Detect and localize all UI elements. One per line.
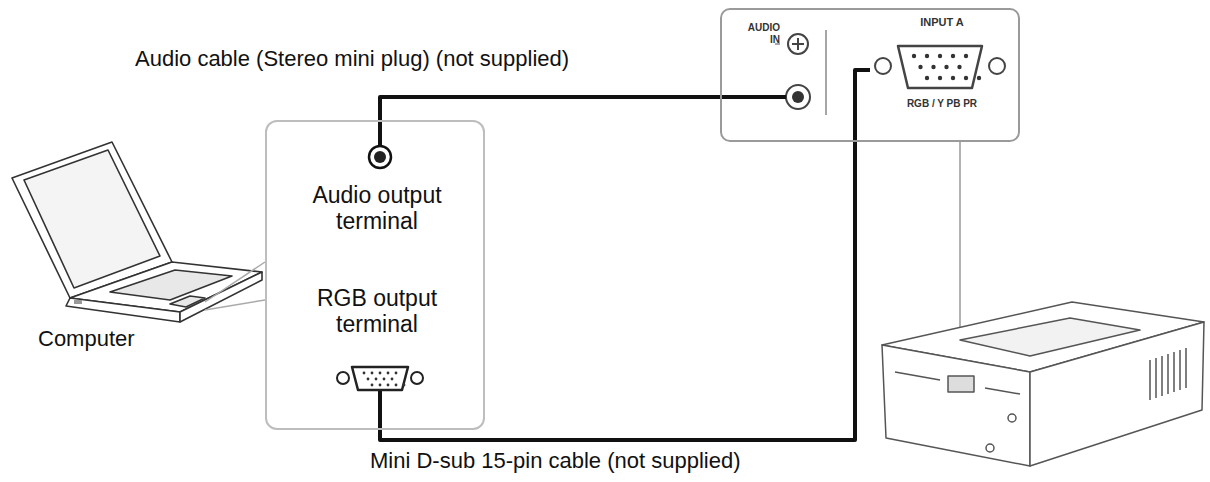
vent-stroke bbox=[1179, 350, 1181, 390]
jack-hole bbox=[374, 151, 386, 163]
pin bbox=[403, 384, 406, 387]
pin bbox=[371, 384, 374, 387]
projector-button bbox=[1008, 414, 1016, 422]
pin bbox=[951, 54, 955, 58]
projector-slot bbox=[895, 372, 940, 380]
vent-stroke bbox=[1149, 360, 1151, 400]
pin bbox=[938, 54, 942, 58]
pin bbox=[951, 76, 955, 80]
pin bbox=[379, 384, 382, 387]
pin bbox=[387, 384, 390, 387]
rgb-output-connector bbox=[337, 367, 423, 390]
pin bbox=[391, 378, 394, 381]
laptop-touchpad bbox=[170, 296, 205, 307]
jack-ring bbox=[786, 85, 810, 109]
port-label: AUDIO IN bbox=[744, 22, 780, 45]
screw bbox=[875, 58, 891, 74]
laptop-illustration bbox=[12, 142, 262, 322]
pin bbox=[938, 76, 942, 80]
projector-panel: AUDIO IN INPUT A RGB / Y PB PR bbox=[720, 8, 1020, 142]
terminal-label: RGB output terminal bbox=[292, 285, 462, 338]
pin bbox=[363, 372, 366, 375]
pin bbox=[925, 54, 929, 58]
pin bbox=[931, 65, 935, 69]
zoom-line bbox=[205, 300, 265, 310]
terminal-label: Audio output terminal bbox=[292, 182, 462, 235]
pin bbox=[918, 65, 922, 69]
pin bbox=[395, 384, 398, 387]
plus-mark bbox=[797, 38, 799, 50]
dsub-pins bbox=[363, 372, 406, 387]
device-label: Computer bbox=[38, 326, 135, 351]
dsub-shell bbox=[352, 367, 408, 390]
screw bbox=[989, 58, 1005, 74]
terminal-callout: Audio output terminalRGB output terminal bbox=[265, 120, 485, 430]
vent-stroke bbox=[1167, 354, 1169, 394]
vent-stroke bbox=[1173, 352, 1175, 392]
pin bbox=[383, 378, 386, 381]
cable bbox=[380, 70, 870, 440]
projector-top-panel bbox=[960, 318, 1140, 356]
pin bbox=[977, 76, 981, 80]
port-label: RGB / Y PB PR bbox=[887, 98, 997, 110]
pin bbox=[925, 76, 929, 80]
pin bbox=[964, 76, 968, 80]
projector-port-highlight bbox=[948, 376, 974, 392]
port-label: INPUT A bbox=[892, 16, 992, 29]
jack-hole bbox=[792, 91, 804, 103]
pin bbox=[964, 54, 968, 58]
projector-front bbox=[882, 345, 1030, 466]
panel-divider bbox=[825, 30, 827, 115]
screw bbox=[337, 372, 349, 384]
projector-foot bbox=[986, 444, 994, 452]
dsub-shell bbox=[898, 46, 982, 88]
input-a-connector bbox=[875, 46, 1005, 88]
screw bbox=[411, 372, 423, 384]
zoom-line bbox=[205, 262, 265, 302]
pin bbox=[395, 372, 398, 375]
audio-output-jack bbox=[369, 146, 391, 168]
pin bbox=[944, 65, 948, 69]
vent-stroke bbox=[1161, 356, 1163, 396]
pin bbox=[375, 378, 378, 381]
pin bbox=[367, 378, 370, 381]
laptop-screen bbox=[24, 150, 160, 288]
pin bbox=[912, 54, 916, 58]
projector-vents bbox=[1150, 348, 1186, 400]
vent-stroke bbox=[1185, 348, 1187, 388]
cable-label: Audio cable (Stereo mini plug) (not supp… bbox=[135, 46, 569, 71]
pin bbox=[957, 65, 961, 69]
projector-illustration bbox=[882, 302, 1204, 466]
pin bbox=[387, 372, 390, 375]
audio-in-jacks bbox=[775, 30, 826, 115]
laptop-base-side bbox=[66, 298, 180, 322]
dsub-pins bbox=[912, 54, 981, 80]
cable-label: Mini D-sub 15-pin cable (not supplied) bbox=[370, 448, 741, 473]
jack-ring bbox=[369, 146, 391, 168]
projector-slot bbox=[985, 388, 1020, 394]
pin bbox=[371, 372, 374, 375]
jack-ring bbox=[788, 34, 808, 54]
pin bbox=[379, 372, 382, 375]
laptop-port bbox=[74, 300, 82, 304]
vent-stroke bbox=[1155, 358, 1157, 398]
